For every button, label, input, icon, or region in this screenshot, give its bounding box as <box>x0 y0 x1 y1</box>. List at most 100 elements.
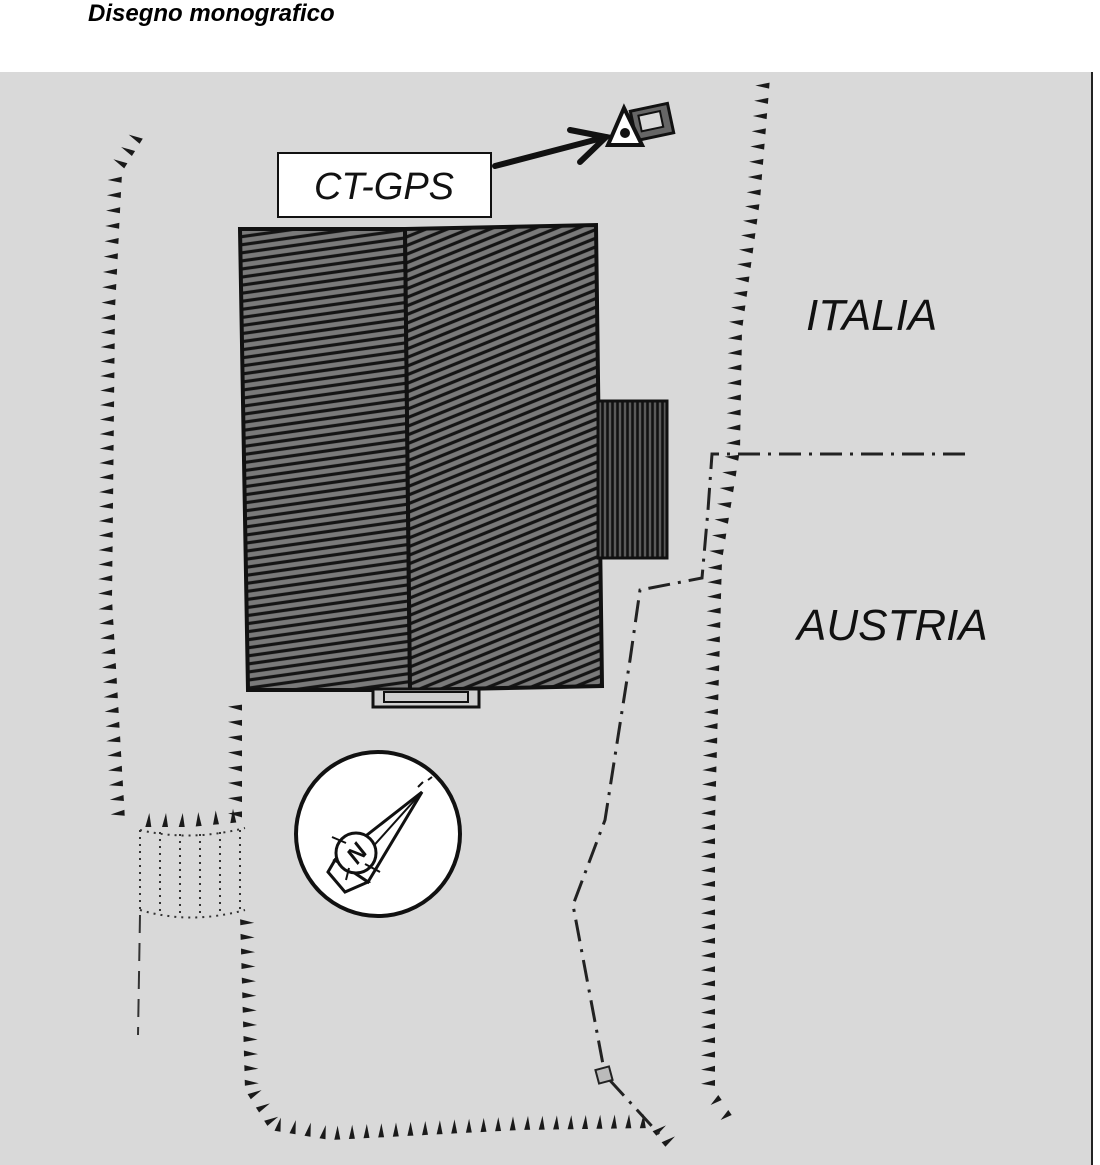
embankment-tick <box>103 692 118 699</box>
embankment-tick <box>704 694 719 701</box>
embankment-tick <box>109 795 124 801</box>
embankment-tick <box>100 343 115 350</box>
embankment-tick <box>100 357 115 364</box>
embankment-tick <box>711 533 727 540</box>
embankment-tick <box>108 780 123 787</box>
embankment-tick <box>241 977 256 984</box>
embankment-tick <box>701 1065 715 1072</box>
embankment-tick <box>755 82 770 89</box>
embankment-tick <box>596 1114 603 1129</box>
embankment-tick <box>705 665 720 672</box>
embankment-tick <box>710 1095 722 1105</box>
embankment-tick <box>98 575 113 582</box>
embankment-tick <box>108 765 123 772</box>
embankment-tick <box>392 1122 399 1137</box>
embankment-tick <box>100 401 115 408</box>
embankment-tick <box>121 147 136 156</box>
embankment-tick <box>228 765 242 772</box>
embankment-tick <box>480 1117 487 1133</box>
embankment-tick <box>625 1114 632 1129</box>
country-label-italia: ITALIA <box>806 291 937 340</box>
building <box>237 222 669 709</box>
embankment-tick <box>99 459 114 466</box>
embankment-tick <box>701 994 715 1001</box>
embankment-tick <box>101 648 116 655</box>
embankment-tick <box>243 1050 258 1057</box>
embankment-tick <box>703 737 718 744</box>
embankment-tick <box>743 218 758 225</box>
embankment-tick <box>407 1121 414 1136</box>
embankment-tick <box>726 409 741 416</box>
embankment-tick <box>701 909 715 916</box>
embankment-tick <box>705 650 720 657</box>
embankment-tick <box>754 97 769 104</box>
embankment-tick <box>701 795 716 802</box>
embankment-tick <box>99 502 113 509</box>
embankment-tick <box>106 736 121 743</box>
embankment-tick <box>750 143 765 150</box>
embankment-tick <box>701 1051 715 1058</box>
embankment-tick <box>701 880 715 887</box>
embankment-tick <box>735 276 750 283</box>
embankment-tick <box>162 813 168 827</box>
embankment-tick <box>749 158 764 165</box>
embankment-tick <box>729 319 744 326</box>
embankment-tick <box>422 1121 428 1136</box>
embankment-tick <box>701 1023 715 1030</box>
embankment-tick <box>228 750 242 757</box>
embankment-tick <box>242 1006 257 1013</box>
embankment-tick <box>264 1116 279 1126</box>
embankment-tick <box>244 1079 259 1086</box>
embankment-tick <box>739 247 754 254</box>
embankment-tick <box>701 937 715 944</box>
embankment-tick <box>102 268 118 275</box>
station-label: CT-GPS <box>314 166 454 208</box>
embankment-tick <box>100 372 115 379</box>
embankment-tick <box>436 1120 443 1135</box>
embankment-tick <box>701 980 715 987</box>
embankment-tick <box>247 1090 262 1100</box>
station-arrow <box>492 127 613 169</box>
embankment-tick <box>745 204 760 211</box>
embankment-tick <box>274 1117 281 1132</box>
embankment-tick <box>213 810 219 825</box>
embankment-tick <box>701 923 715 930</box>
embankment-tick <box>100 328 115 335</box>
embankment-tick <box>737 262 752 268</box>
embankment-tick <box>106 192 121 198</box>
embankment-tick <box>752 113 768 120</box>
embankment-tick <box>99 473 114 480</box>
embankment-tick <box>104 707 119 713</box>
embankment-tick <box>727 334 742 341</box>
embankment-tick <box>241 963 256 969</box>
north-arrow-compass: N <box>294 750 462 918</box>
embankment-tick <box>727 349 742 356</box>
embankment-tick <box>178 813 185 827</box>
embankment-tick <box>102 663 117 669</box>
embankment-tick <box>731 305 746 312</box>
embankment-tick <box>242 992 257 999</box>
border-line <box>571 452 965 1137</box>
embankment-tick <box>701 966 715 973</box>
embankment-tick <box>727 364 742 371</box>
embankment-tick <box>702 752 717 758</box>
embankment-tick <box>495 1117 502 1132</box>
embankment-tick <box>717 502 732 508</box>
embankment-tick <box>701 952 715 958</box>
station-label-box <box>277 152 492 218</box>
embankment-tick <box>703 723 718 730</box>
embankment-tick <box>99 415 114 422</box>
embankment-tick <box>724 454 740 461</box>
embankment-tick <box>719 486 735 493</box>
embankment-tick <box>451 1119 458 1134</box>
embankment-tick <box>726 424 741 431</box>
embankment-tick <box>553 1115 560 1130</box>
embankment-tick <box>319 1125 326 1140</box>
embankment-tick <box>701 1037 715 1044</box>
embankment-tick <box>726 439 741 446</box>
country-label-austria: AUSTRIA <box>794 601 988 650</box>
embankment-tick <box>509 1116 516 1131</box>
embankment-tick <box>98 531 113 538</box>
embankment-tick <box>102 677 117 684</box>
building-annex <box>596 399 669 560</box>
